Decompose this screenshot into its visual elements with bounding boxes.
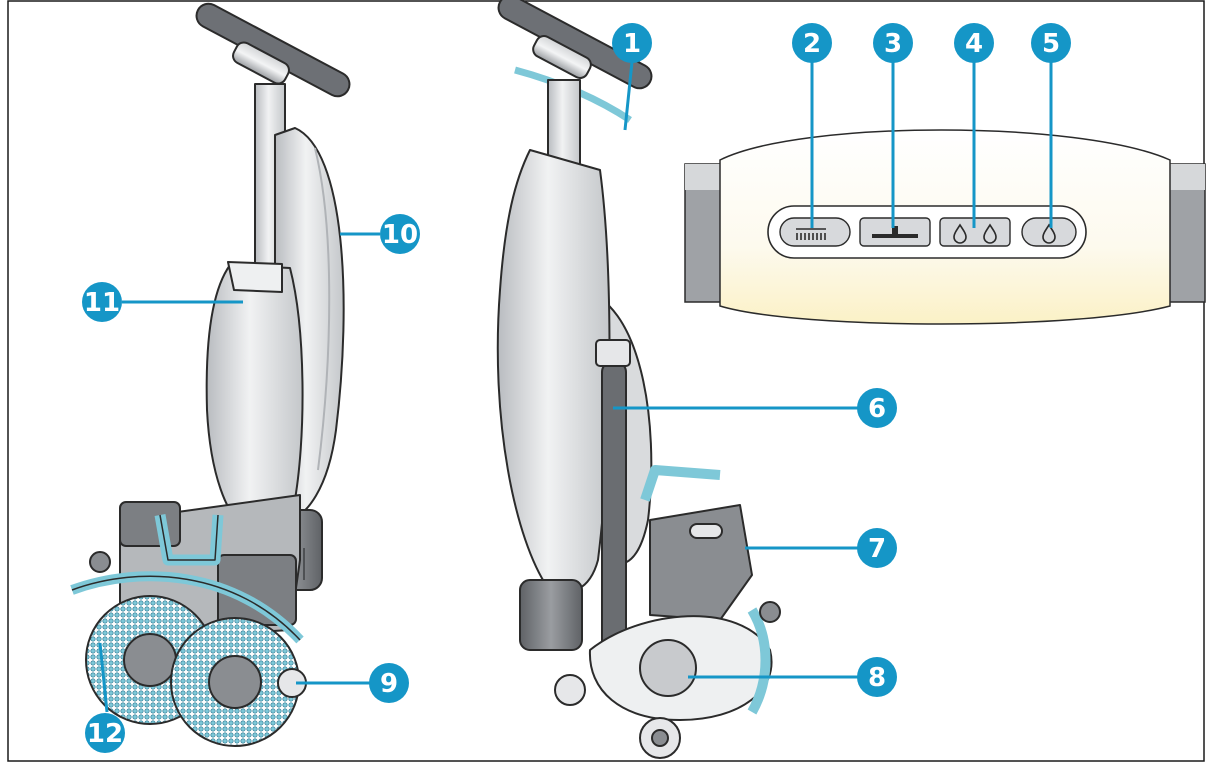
callout-10: 10 [380, 214, 420, 254]
control-panel-inset [684, 129, 1206, 325]
single-water-drop-icon [1042, 223, 1056, 244]
callout-number: 7 [868, 534, 886, 564]
callout-5: 5 [1031, 23, 1071, 63]
callout-1: 1 [612, 23, 652, 63]
double-water-drop-icon [953, 223, 997, 244]
callout-badge [85, 713, 125, 753]
callout-number: 10 [382, 220, 418, 250]
callout-number: 12 [87, 719, 123, 749]
squeegee-mode-button[interactable] [859, 217, 931, 247]
low-water-flow-button[interactable] [1021, 217, 1077, 247]
callout-number: 8 [868, 663, 886, 693]
callout-number: 2 [803, 29, 821, 59]
callout-badge [369, 663, 409, 703]
leader-line-1 [623, 61, 634, 131]
leader-line-12 [98, 642, 109, 713]
callout-badge [857, 388, 897, 428]
callout-number: 5 [1042, 29, 1060, 59]
image-border [7, 0, 1205, 762]
brush-icon [796, 228, 826, 240]
leader-lines [98, 61, 1053, 713]
callout-number: 11 [84, 288, 120, 318]
squeegee-icon [872, 226, 918, 238]
callout-6: 6 [857, 388, 897, 428]
callout-number: 9 [380, 669, 398, 699]
callout-number: 3 [884, 29, 902, 59]
callout-badge [612, 23, 652, 63]
callout-badge [857, 657, 897, 697]
callout-badge [82, 282, 122, 322]
callout-badge [380, 214, 420, 254]
callout-badge [792, 23, 832, 63]
callout-7: 7 [857, 528, 897, 568]
callout-2: 2 [792, 23, 832, 63]
brush-mode-button[interactable] [779, 217, 851, 247]
callout-12: 12 [85, 713, 125, 753]
callout-number: 6 [868, 394, 886, 424]
callout-4: 4 [954, 23, 994, 63]
machine-side-view-illustration [496, 0, 781, 759]
machine-rear-view-illustration [70, 2, 351, 747]
callout-badge [1031, 23, 1071, 63]
callout-11: 11 [82, 282, 122, 322]
callout-9: 9 [369, 663, 409, 703]
callout-8: 8 [857, 657, 897, 697]
callout-badge [954, 23, 994, 63]
callout-badge [857, 528, 897, 568]
callout-3: 3 [873, 23, 913, 63]
callout-number: 4 [965, 29, 983, 59]
callout-badge [873, 23, 913, 63]
callout-number: 1 [623, 29, 641, 59]
